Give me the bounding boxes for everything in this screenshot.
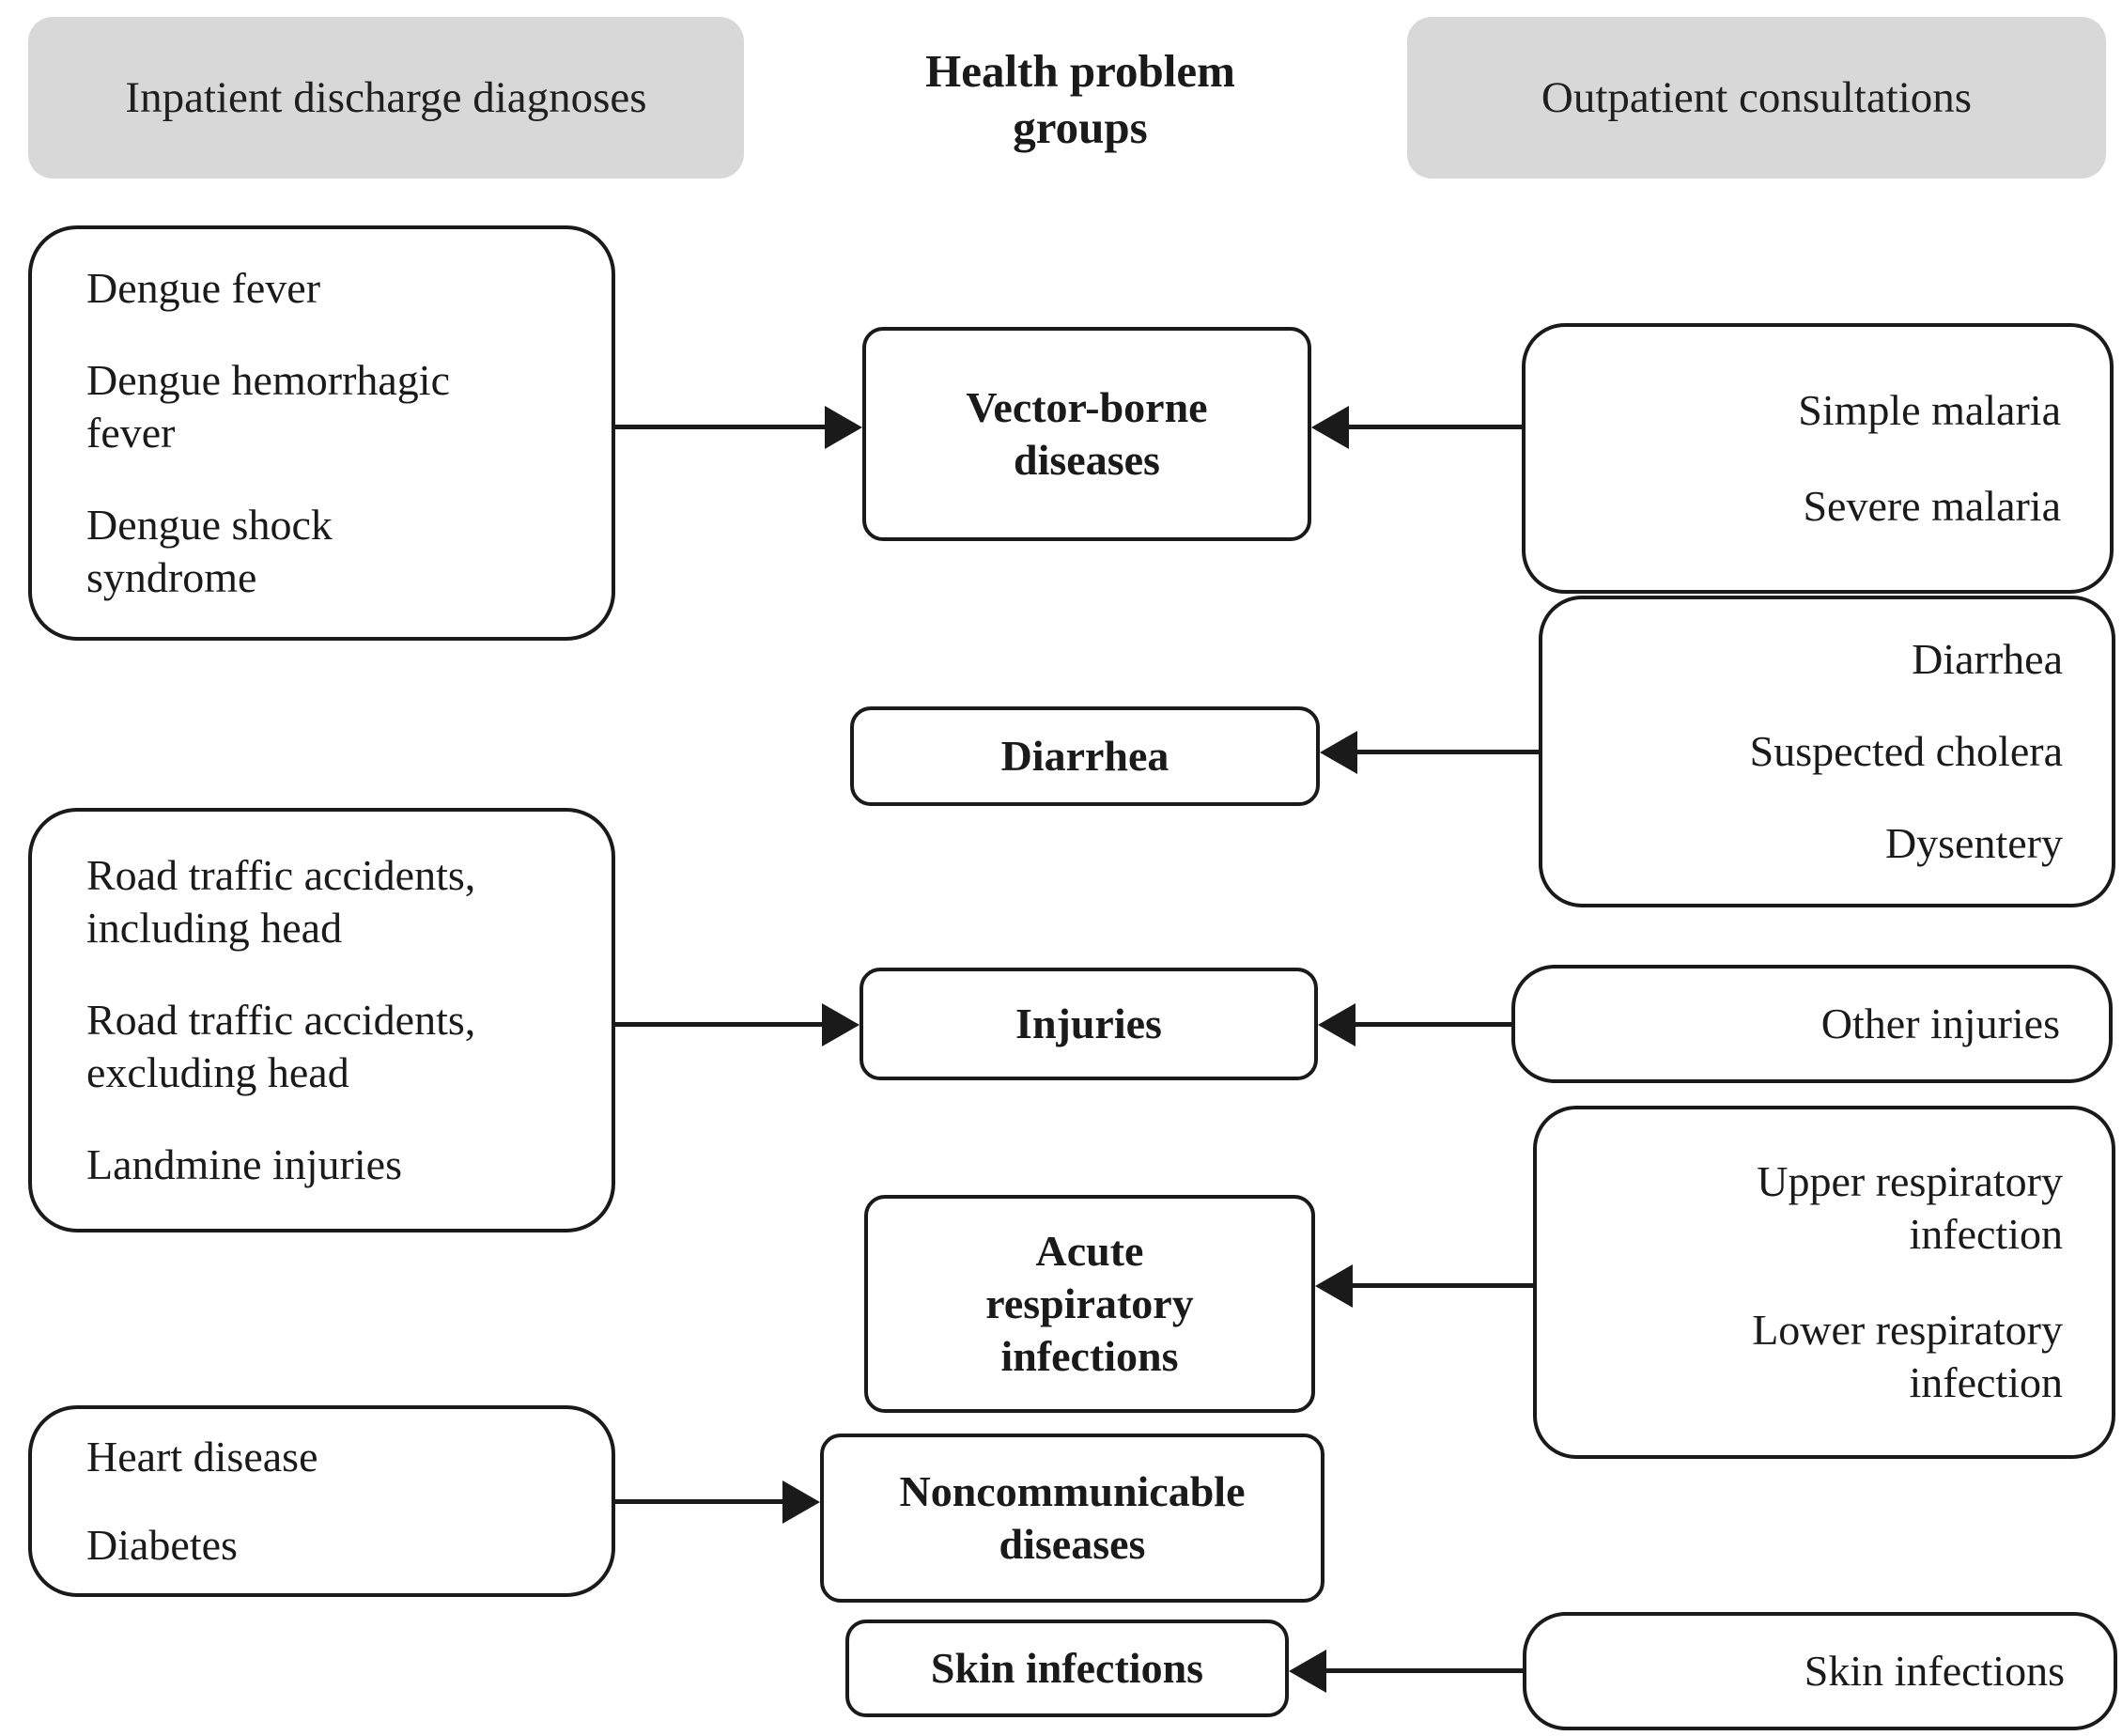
arrowhead-left-icon: [1320, 731, 1357, 774]
consultation-lower-respiratory-infection: Lower respiratory infection: [1752, 1306, 2063, 1407]
arrow-line: [615, 1022, 828, 1027]
diagnosis-rta-including-head: Road traffic accidents, including head: [86, 850, 476, 952]
group-box-diarrhea: Diarrhea: [850, 706, 1320, 806]
group-label-injuries: Injuries: [1015, 999, 1162, 1047]
arrow-line: [1323, 1668, 1523, 1673]
inpatient-box-injuries: Road traffic accidents, including head R…: [28, 808, 615, 1232]
group-label-diarrhea: Diarrhea: [1000, 731, 1169, 780]
arrow-line: [615, 1499, 788, 1504]
arrow-line: [1354, 750, 1539, 754]
outpatient-box-diarrhea: Diarrhea Suspected cholera Dysentery: [1539, 596, 2115, 907]
inpatient-box-ncd: Heart disease Diabetes: [28, 1405, 615, 1597]
group-label-noncommunicable-diseases: Noncommunicable diseases: [899, 1466, 1246, 1568]
arrowhead-right-icon: [782, 1480, 820, 1524]
consultation-severe-malaria: Severe malaria: [1803, 482, 2061, 530]
arrowhead-left-icon: [1289, 1650, 1326, 1693]
diagnosis-dengue-fever: Dengue fever: [86, 263, 321, 312]
arrowhead-left-icon: [1315, 1264, 1353, 1308]
outpatient-header-label: Outpatient consultations: [1541, 73, 1973, 122]
group-column-header: Health problem groups: [874, 34, 1287, 165]
group-label-skin-infections: Skin infections: [930, 1643, 1204, 1692]
inpatient-box-dengue: Dengue fever Dengue hemorrhagic fever De…: [28, 225, 615, 641]
group-box-noncommunicable-diseases: Noncommunicable diseases: [820, 1434, 1324, 1603]
outpatient-box-other-injuries: Other injuries: [1511, 965, 2113, 1083]
group-label-acute-respiratory-infections: Acute respiratory infections: [985, 1226, 1194, 1381]
arrowhead-right-icon: [825, 406, 862, 449]
arrow-line: [1352, 1022, 1511, 1027]
arrow-line: [1349, 1283, 1533, 1288]
diagnosis-dengue-hemorrhagic-fever: Dengue hemorrhagic fever: [86, 355, 451, 457]
outpatient-box-skin-infections: Skin infections: [1523, 1612, 2117, 1730]
diagnosis-heart-disease: Heart disease: [86, 1432, 318, 1480]
group-header-label: Health problem groups: [925, 45, 1235, 153]
arrowhead-left-icon: [1311, 406, 1349, 449]
arrowhead-right-icon: [822, 1003, 860, 1046]
group-label-vector-borne-diseases: Vector-borne diseases: [966, 382, 1208, 484]
arrowhead-left-icon: [1318, 1003, 1355, 1046]
group-box-injuries: Injuries: [860, 968, 1318, 1080]
group-box-acute-respiratory-infections: Acute respiratory infections: [864, 1195, 1315, 1413]
consultation-other-injuries: Other injuries: [1820, 999, 2060, 1047]
consultation-skin-infections: Skin infections: [1804, 1646, 2065, 1695]
outpatient-box-malaria: Simple malaria Severe malaria: [1522, 323, 2114, 594]
group-box-skin-infections: Skin infections: [845, 1620, 1289, 1717]
diagnosis-rta-excluding-head: Road traffic accidents, excluding head: [86, 995, 476, 1097]
group-box-vector-borne-diseases: Vector-borne diseases: [862, 327, 1311, 541]
diagnosis-diabetes: Diabetes: [86, 1521, 238, 1569]
inpatient-header-label: Inpatient discharge diagnoses: [125, 73, 647, 122]
consultation-upper-respiratory-infection: Upper respiratory infection: [1757, 1156, 2063, 1258]
consultation-suspected-cholera: Suspected cholera: [1749, 726, 2063, 775]
outpatient-box-respiratory: Upper respiratory infection Lower respir…: [1533, 1106, 2115, 1459]
consultation-dysentery: Dysentery: [1884, 819, 2063, 868]
arrow-line: [615, 425, 830, 429]
inpatient-column-header: Inpatient discharge diagnoses: [28, 17, 744, 178]
consultation-diarrhea: Diarrhea: [1912, 634, 2063, 683]
outpatient-column-header: Outpatient consultations: [1407, 17, 2106, 178]
arrow-line: [1345, 425, 1522, 429]
consultation-simple-malaria: Simple malaria: [1798, 385, 2061, 434]
diagnosis-landmine-injuries: Landmine injuries: [86, 1140, 402, 1189]
diagnosis-dengue-shock-syndrome: Dengue shock syndrome: [86, 501, 333, 602]
